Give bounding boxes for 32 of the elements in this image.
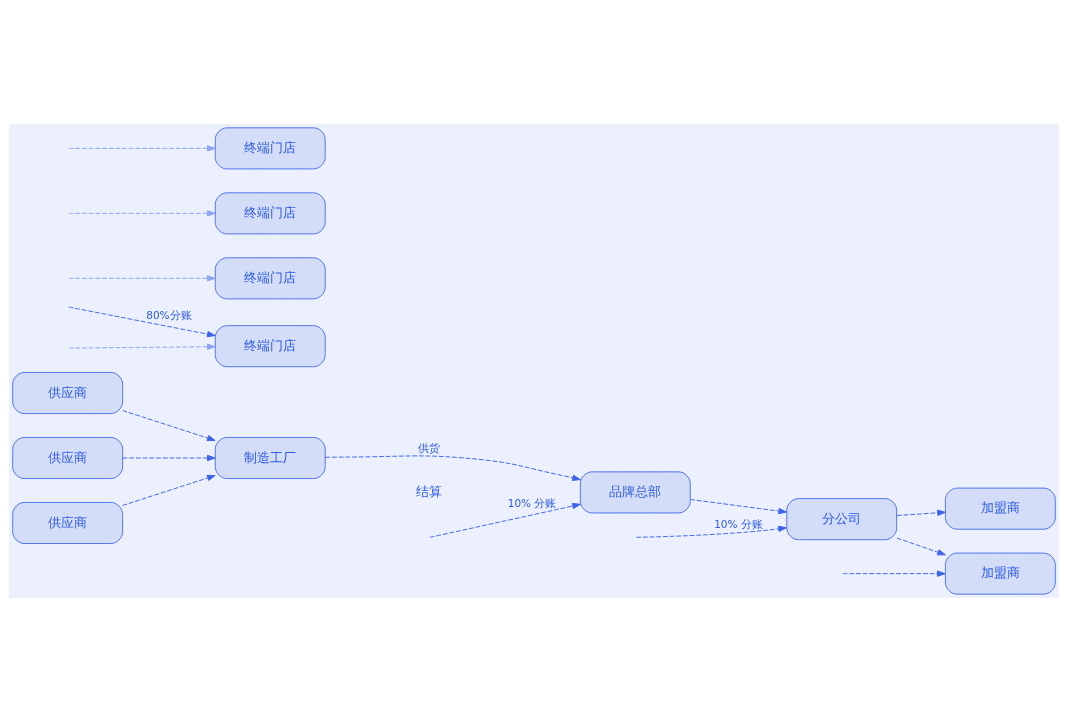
- node-box: 终端门店: [214, 127, 326, 170]
- label: 结算: [415, 483, 442, 499]
- node-box: 制造工厂: [214, 436, 326, 480]
- arrow: [68, 145, 216, 152]
- node-box: 供应商: [12, 436, 124, 480]
- arrow: [896, 537, 946, 556]
- node-box: 供应商: [12, 372, 124, 415]
- arrow: [689, 498, 787, 515]
- arrow: [635, 525, 787, 538]
- edge-label: 80%分账: [146, 309, 192, 322]
- arrow: [68, 343, 216, 350]
- arrow: [122, 454, 216, 462]
- arrow: [896, 509, 946, 516]
- arrow: [68, 275, 216, 282]
- node-box: 终端门店: [214, 325, 326, 368]
- arrow: [324, 455, 581, 481]
- arrow: [842, 570, 946, 577]
- node-box: 加盟商: [944, 487, 1056, 530]
- node-box: 分公司: [786, 498, 898, 541]
- arrow: [122, 410, 216, 442]
- node-box: 品牌总部: [579, 471, 691, 514]
- edge-label: 10% 分账: [714, 517, 763, 530]
- edge-label: 10% 分账: [507, 496, 557, 509]
- node-box: 供应商: [12, 501, 124, 544]
- node-box: 终端门店: [214, 192, 326, 235]
- edge-label: 供货: [417, 442, 440, 455]
- arrow: [122, 474, 216, 506]
- arrow: [68, 306, 216, 338]
- arrow: [68, 210, 216, 217]
- node-box: 加盟商: [944, 552, 1056, 595]
- arrow: [429, 502, 581, 538]
- node-box: 终端门店: [214, 257, 326, 300]
